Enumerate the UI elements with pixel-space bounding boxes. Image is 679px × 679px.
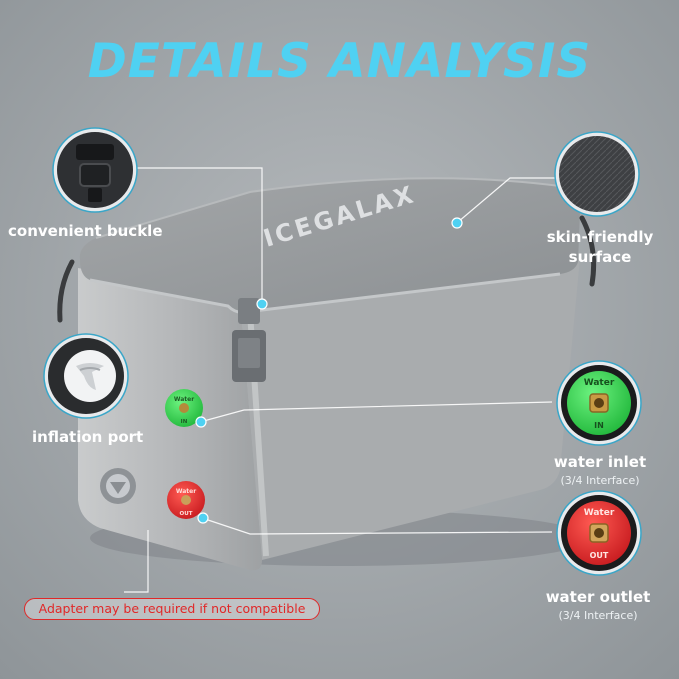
surface-label-line2: surface: [568, 248, 632, 266]
lid-buckle-top: [238, 298, 260, 324]
adapter-warning-note: Adapter may be required if not compatibl…: [24, 598, 320, 620]
right-handle-strap: [579, 215, 597, 287]
buckle-zoom-circle: [52, 127, 138, 213]
svg-text:Water: Water: [176, 488, 196, 495]
svg-text:IN: IN: [594, 421, 604, 430]
svg-text:Water: Water: [584, 378, 615, 388]
svg-text:OUT: OUT: [590, 551, 609, 560]
water-inlet-label: water inlet: [553, 453, 647, 471]
water-outlet-label: water outlet: [545, 588, 651, 606]
svg-text:Water: Water: [174, 396, 194, 403]
water-outlet-sublabel: (3/4 Interface): [558, 609, 638, 622]
svg-text:Water: Water: [584, 508, 615, 518]
tub-lid: [79, 178, 583, 313]
water-outlet-zoom-circle: Water OUT: [556, 490, 642, 576]
svg-text:IN: IN: [181, 419, 188, 425]
page-title: DETAILS ANALYSIS: [87, 34, 592, 89]
buckle-strap-icon: [76, 144, 114, 160]
tub-side-face: [240, 258, 580, 560]
inlet-callout-dot: [195, 416, 207, 428]
water-inlet-zoom-circle: Water IN: [556, 360, 642, 446]
surface-callout-dot: [451, 217, 463, 229]
inflation-port-label: inflation port: [32, 428, 144, 446]
svg-text:OUT: OUT: [180, 511, 193, 517]
left-handle-strap: [57, 259, 75, 323]
buckle-callout-dot: [256, 298, 268, 310]
surface-label-line1: skin-friendly: [546, 228, 654, 246]
water-inlet-sublabel: (3/4 Interface): [560, 474, 640, 487]
buckle-label: convenient buckle: [8, 222, 163, 240]
outlet-callout-dot: [197, 512, 209, 524]
surface-zoom-circle: [554, 131, 640, 217]
inflation-port-zoom-circle: [43, 333, 129, 419]
